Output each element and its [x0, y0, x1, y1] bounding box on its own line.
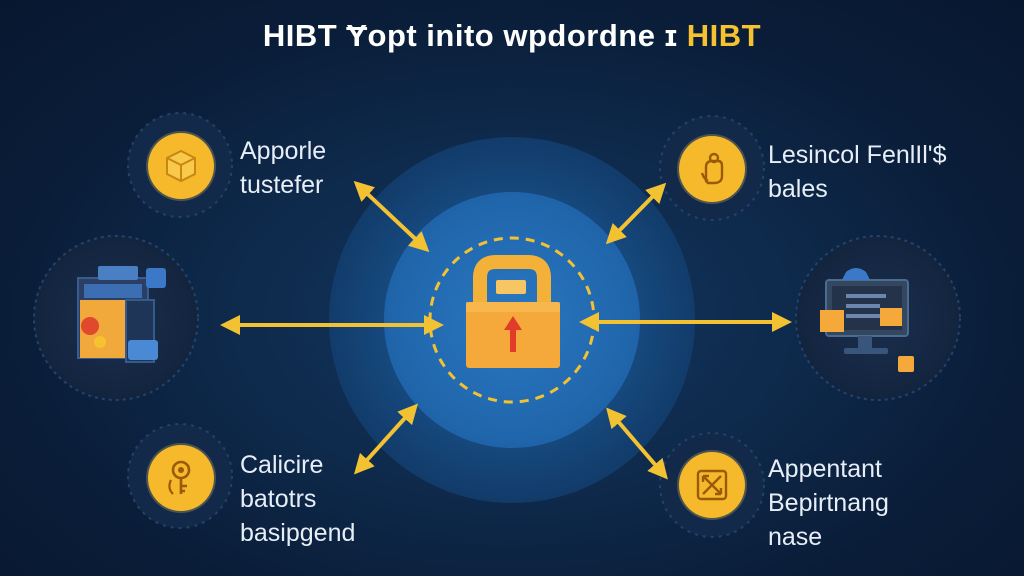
node-bottom-right-line-1: Appentant: [768, 455, 882, 483]
arrow-bottom-left: [353, 403, 419, 475]
computer-wallet-icon: [77, 266, 166, 363]
node-bottom-right-line-2: Bepirtnang: [768, 489, 889, 517]
arrow-bottom-right: [606, 407, 668, 480]
node-top-left-line-2: tustefer: [240, 171, 324, 199]
node-top-left-line-1: Apporle: [240, 137, 327, 165]
arrow-top-left: [353, 180, 430, 253]
node-top-right-line-2: bales: [768, 175, 828, 203]
node-label-bottom-right: Appentant Bepirtnang nase: [768, 452, 889, 554]
node-top-right-line-1: Lesincol FenlIl'$: [768, 141, 947, 169]
title-separator: ɪ: [664, 18, 678, 53]
node-bottom-right-line-3: nase: [768, 523, 823, 551]
node-label-top-right: Lesincol FenlIl'$ bales: [768, 138, 946, 206]
key-icon: [148, 445, 214, 511]
padlock-icon: [466, 255, 560, 368]
arrow-top-right: [605, 182, 667, 245]
page-title: HIBT Ɏopt inito wpdordne ɪ HIBT: [0, 18, 1024, 54]
node-label-bottom-left: Calicire batotrs basipgend: [240, 448, 355, 550]
hand-icon: [679, 136, 745, 202]
node-bottom-left-line-2: batotrs: [240, 485, 317, 513]
title-accent: HIBT: [686, 18, 762, 53]
exchange-icon: [679, 452, 745, 518]
monitor-wallet-icon: [820, 268, 914, 372]
node-bottom-left-line-1: Calicire: [240, 451, 324, 479]
node-label-top-left: Apporle tustefer: [240, 134, 326, 202]
title-main: HIBT Ɏopt inito wpdordne: [262, 18, 656, 53]
node-bottom-left-line-3: basipgend: [240, 519, 356, 547]
cube-icon: [148, 133, 214, 199]
